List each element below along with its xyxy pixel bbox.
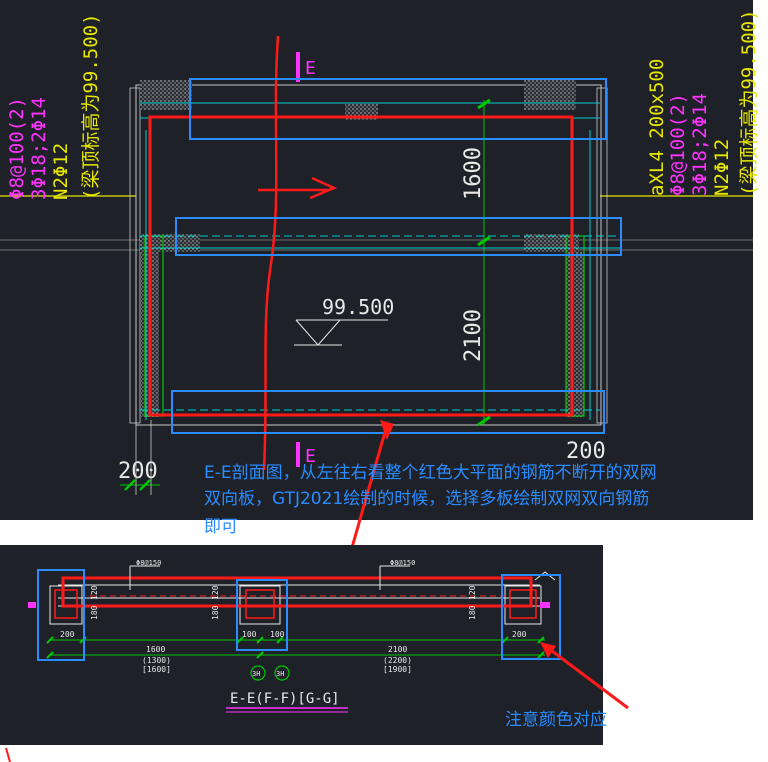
sec-dim-100-a: 100 [242,630,257,639]
plan-dim-200-right: 200 [566,439,606,464]
sec-dim-2100: 2100 [388,645,407,654]
elevation-label: 99.500 [322,295,394,319]
sec-dim-200-right: 200 [512,630,527,639]
plan-view: E E Φ8@100(2) 3Φ18;2Φ14 N2Φ12 (梁顶标高为99.5… [0,0,760,520]
elevation-symbol: 99.500 [294,295,394,346]
sec-dim-1300: (1300) [142,656,171,665]
axis-bubble-right: 3H [276,670,284,678]
rebar-label-2: Φ8@150 [390,559,415,567]
section-title: E-E(F-F)[G-G] [230,691,340,707]
svg-text:3Φ18;2Φ14: 3Φ18;2Φ14 [28,97,50,200]
svg-text:Φ8@100(2): Φ8@100(2) [667,93,689,196]
highlight-box-middle [175,217,622,256]
plan-section-mark-bottom: E [305,446,316,467]
sec-dim-1900: [1900] [383,665,412,674]
sec-dim-180-a: 180 [90,605,99,620]
svg-text:(梁顶标高为99.500): (梁顶标高为99.500) [80,13,102,200]
section-red-slab [61,576,533,608]
sec-dim-1600b: [1600] [142,665,171,674]
plan-left-notes: Φ8@100(2) 3Φ18;2Φ14 N2Φ12 (梁顶标高为99.500) [6,13,102,200]
red-slab-outline [148,115,574,417]
annotation-color-note: 注意颜色对应 [505,710,607,730]
annotation-main: E-E剖面图，从左往右看整个红色大平面的钢筋不断开的双网 双向板，GTJ2021… [204,463,657,537]
plan-right-notes: aXL4 200x500 Φ8@100(2) 3Φ18;2Φ14 N2Φ12 (… [646,9,760,196]
section-box-right [501,574,561,660]
svg-text:Φ8@100(2): Φ8@100(2) [6,97,28,200]
sec-dim-1600: 1600 [146,645,165,654]
svg-text:(梁顶标高为99.500): (梁顶标高为99.500) [738,9,760,196]
annotation-main-line1: E-E剖面图，从左往右看整个红色大平面的钢筋不断开的双网 [204,463,657,483]
annotation-main-line2: 双向板，GTJ2021绘制的时候，选择多板绘制双网双向钢筋 [204,489,649,509]
svg-text:3Φ18;2Φ14: 3Φ18;2Φ14 [689,93,711,196]
svg-text:N2Φ12: N2Φ12 [50,143,72,200]
arrow-to-color-note [540,642,629,710]
rebar-label-1: Φ8@150 [136,559,161,567]
sec-dim-120-a: 120 [90,585,99,600]
svg-text:N2Φ12: N2Φ12 [711,139,733,196]
section-view: Φ8@150 Φ8@150 180 120 180 120 180 120 20… [0,545,603,745]
section-box-left [37,569,85,661]
sec-dim-180-c: 180 [468,605,477,620]
svg-text:aXL4 200x500: aXL4 200x500 [646,59,668,196]
sec-dim-120-b: 120 [211,585,220,600]
highlight-box-top [189,78,607,140]
section-box-middle [236,579,288,651]
plan-dim-200-left: 200 [118,459,158,484]
plan-section-mark-top: E [305,58,316,79]
annotation-main-line3: 即可 [204,517,238,537]
sec-dim-120-c: 120 [468,585,477,600]
plan-dim-2100: 2100 [461,309,486,362]
sec-dim-180-b: 180 [211,605,220,620]
sec-dim-100-b: 100 [270,630,285,639]
sec-dim-2200: (2200) [383,656,412,665]
plan-dim-1600: 1600 [461,147,486,200]
sec-dim-200-left: 200 [60,630,75,639]
axis-bubble-left: 3H [252,670,260,678]
